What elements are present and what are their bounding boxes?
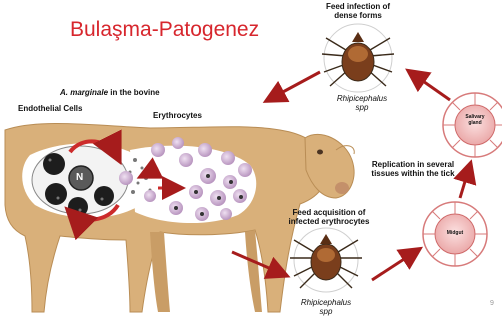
- salivary-gland-label: Salivary gland: [455, 114, 495, 126]
- arrow-gland-to-tick: [410, 72, 450, 100]
- tick-bottom: [290, 228, 362, 292]
- tick-bottom-label: Rhipicephalus spp: [286, 298, 366, 316]
- tick-top-label: Rhipicephalus spp: [322, 94, 402, 112]
- bovine-label: A. marginale in the bovine: [60, 88, 160, 97]
- arrow-tick-to-midgut: [372, 250, 418, 280]
- endothelial-label: Endothelial Cells: [18, 104, 82, 113]
- erythrocytes-label: Erythrocytes: [153, 111, 202, 120]
- midgut-label: Midgut: [440, 230, 470, 236]
- arrow-tick-to-bovine: [268, 72, 320, 100]
- page-number: 9: [490, 300, 494, 307]
- replication-label: Replication in several tissues within th…: [358, 160, 468, 178]
- feed-acquisition-label: Feed acquisition of infected erythrocyte…: [274, 208, 384, 226]
- tick-top: [322, 24, 394, 92]
- feed-infection-label: Feed infection of dense forms: [318, 2, 398, 20]
- nucleus-label: N: [76, 172, 83, 183]
